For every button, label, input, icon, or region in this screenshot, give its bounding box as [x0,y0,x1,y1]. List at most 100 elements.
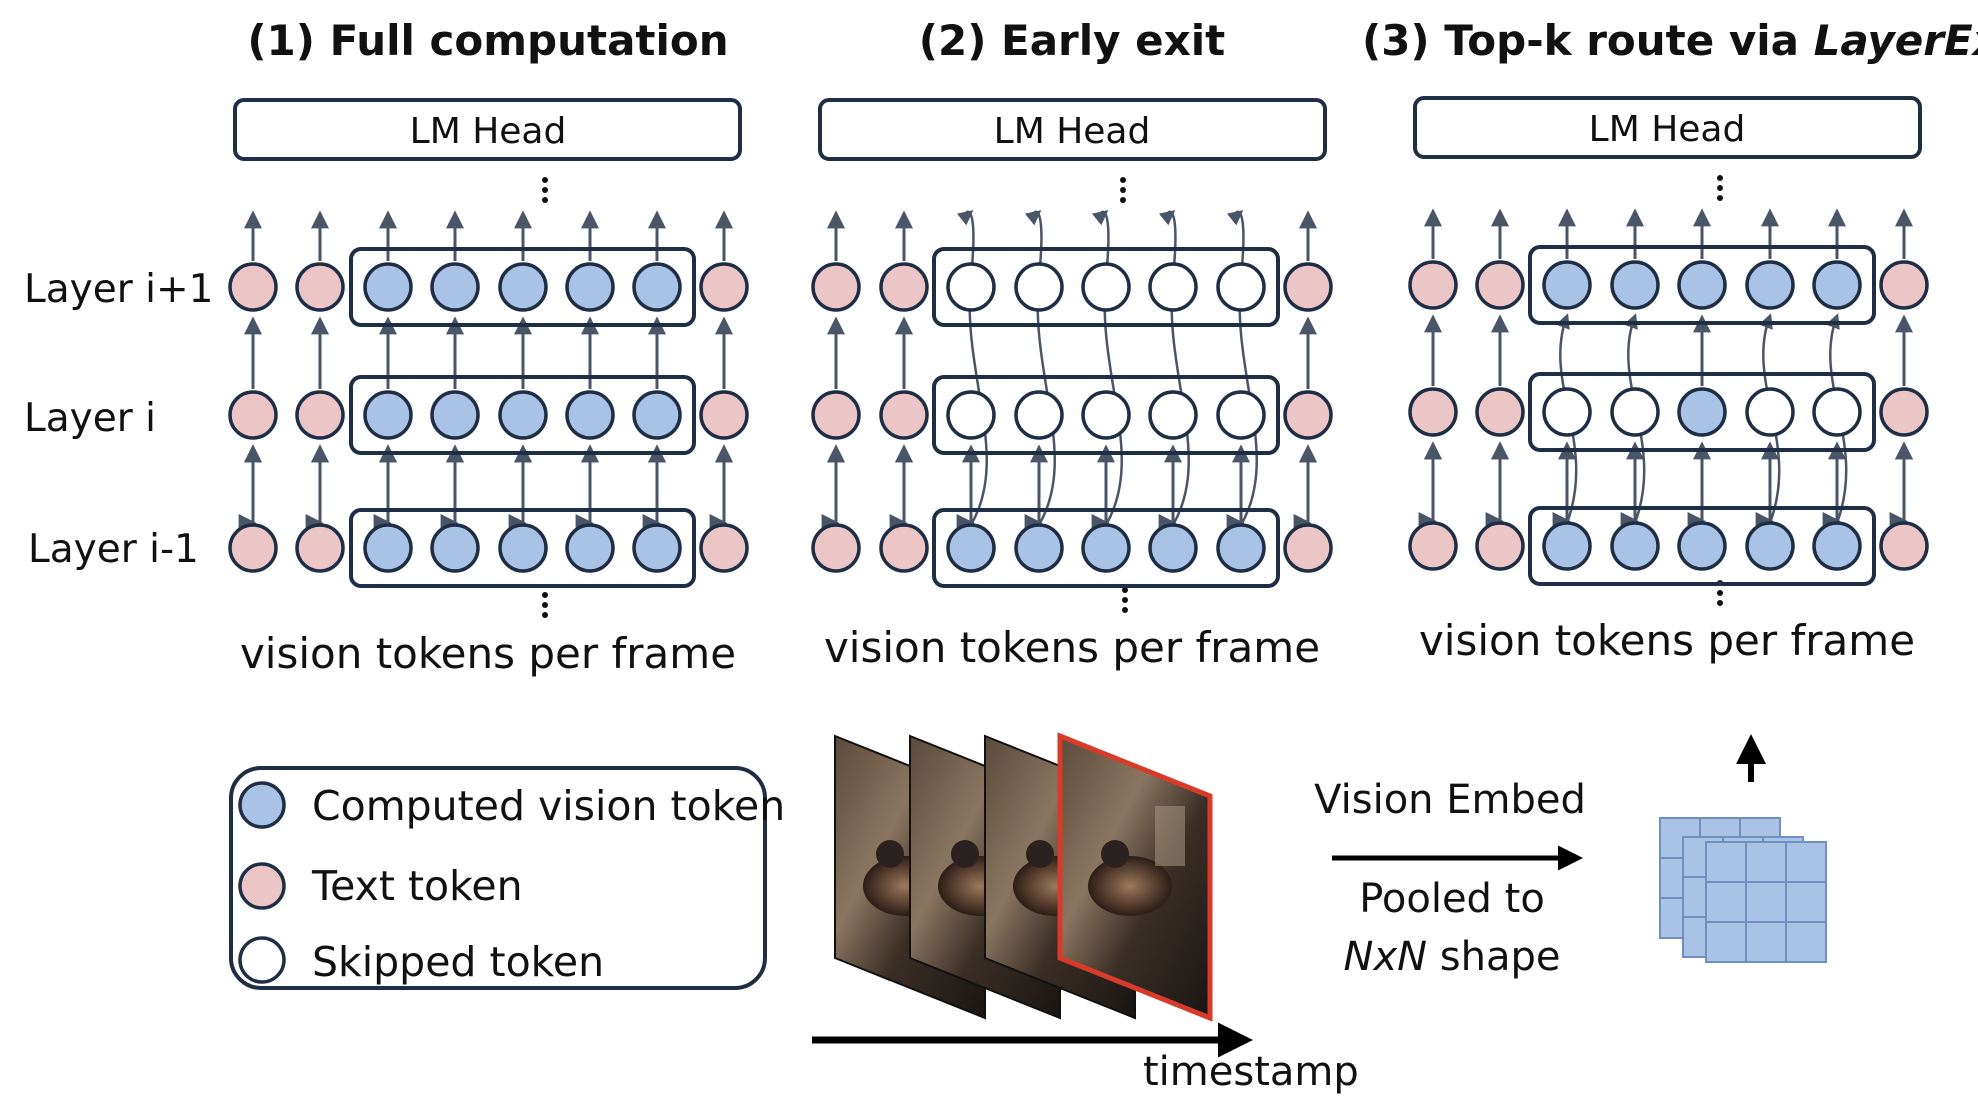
skip-arrow [956,210,989,526]
computed-vision-token [1610,260,1660,310]
text-token [1879,387,1929,437]
lm-head-box-2: LM Head [818,98,1327,161]
text-token [699,523,749,573]
skipped-token [1081,262,1131,312]
ellipsis-dot [1122,607,1128,613]
skipped-token [1216,262,1266,312]
text-token [228,390,278,440]
ellipsis-dot [1120,197,1126,203]
computed-vision-token [1081,523,1131,573]
text-token [295,262,345,312]
skipped-token [1081,390,1131,440]
computed-vision-token [632,262,682,312]
skip-arrow [1226,210,1259,526]
ellipsis-dot [542,592,548,598]
ellipsis-dot [542,187,548,193]
panel-topk-route [1408,175,1929,606]
text-token [1475,521,1525,571]
computed-vision-token [632,390,682,440]
ellipsis-dot [1717,600,1723,606]
layer-label-top: Layer i+1 [24,267,213,312]
computed-vision-token [1542,521,1592,571]
text-token [1408,387,1458,437]
computed-vision-token [498,262,548,312]
text-token [1283,390,1333,440]
ellipsis-dot [542,177,548,183]
legend-text-swatch [238,862,286,910]
lm-head-box-3: LM Head [1413,96,1922,159]
computed-vision-token [1812,521,1862,571]
text-token [811,523,861,573]
skipped-token [1745,387,1795,437]
legend-computed-label: Computed vision token [312,782,785,830]
pooled-label-line1: Pooled to [1359,876,1545,922]
text-token [1283,262,1333,312]
computed-vision-token [946,523,996,573]
frame-scene-object [951,840,979,868]
computed-vision-token [632,523,682,573]
grid-cell [1705,881,1747,923]
text-token [811,390,861,440]
computed-vision-token [565,523,615,573]
computed-vision-token [498,523,548,573]
text-token [879,523,929,573]
computed-vision-token [430,262,480,312]
frame-scene-object [1026,840,1054,868]
text-token [295,390,345,440]
ellipsis-dot [542,197,548,203]
timestamp-label: timestamp [1143,1049,1359,1095]
skip-arrow [1091,210,1124,526]
computed-vision-token [565,262,615,312]
ellipsis-dot [1122,587,1128,593]
frame-scene-object [1088,856,1172,916]
computed-vision-token [363,523,413,573]
layer-box [349,508,696,588]
skipped-token [1148,390,1198,440]
skipped-token [1014,262,1064,312]
text-token [699,262,749,312]
ellipsis-dot [1717,195,1723,201]
computed-vision-token [1812,260,1862,310]
grid-cell [1785,841,1827,883]
frame-scene-object [1101,840,1129,868]
ellipsis-dot [1717,185,1723,191]
computed-vision-token [1542,260,1592,310]
text-token [1475,260,1525,310]
grid-cell [1745,841,1787,883]
text-token [228,262,278,312]
grid-cell [1745,881,1787,923]
layer-box [349,247,696,327]
text-token [879,390,929,440]
token-grid-icon [1659,817,1827,963]
skipped-token [1148,262,1198,312]
skip-arrow [1158,210,1191,526]
computed-vision-token [363,390,413,440]
panel-title-full: (1) Full computation [247,16,728,65]
ellipsis-dot [1120,187,1126,193]
text-token [295,523,345,573]
text-token [1879,521,1929,571]
legend-computed-swatch [238,781,286,829]
computed-vision-token [1610,521,1660,571]
legend-box [229,766,767,990]
layer-box [1528,372,1876,452]
footer-vision-tokens-1: vision tokens per frame [240,629,736,678]
lm-head-label-2: LM Head [994,111,1151,152]
text-token [1408,260,1458,310]
vision-embed-label: Vision Embed [1314,777,1586,823]
layer-box [349,375,696,455]
grid-cell [1705,921,1747,963]
ellipsis-dot [1120,177,1126,183]
skipped-token [1542,387,1592,437]
panel-early-exit [811,177,1333,613]
layer-label-bottom: Layer i-1 [28,527,199,572]
computed-vision-token [565,390,615,440]
ellipsis-dot [1717,590,1723,596]
skip-arrow [1024,210,1057,526]
text-token [1879,260,1929,310]
footer-vision-tokens-3: vision tokens per frame [1419,616,1915,665]
layer-box [932,375,1280,455]
lm-head-label-1: LM Head [410,111,567,152]
computed-vision-token [1216,523,1266,573]
